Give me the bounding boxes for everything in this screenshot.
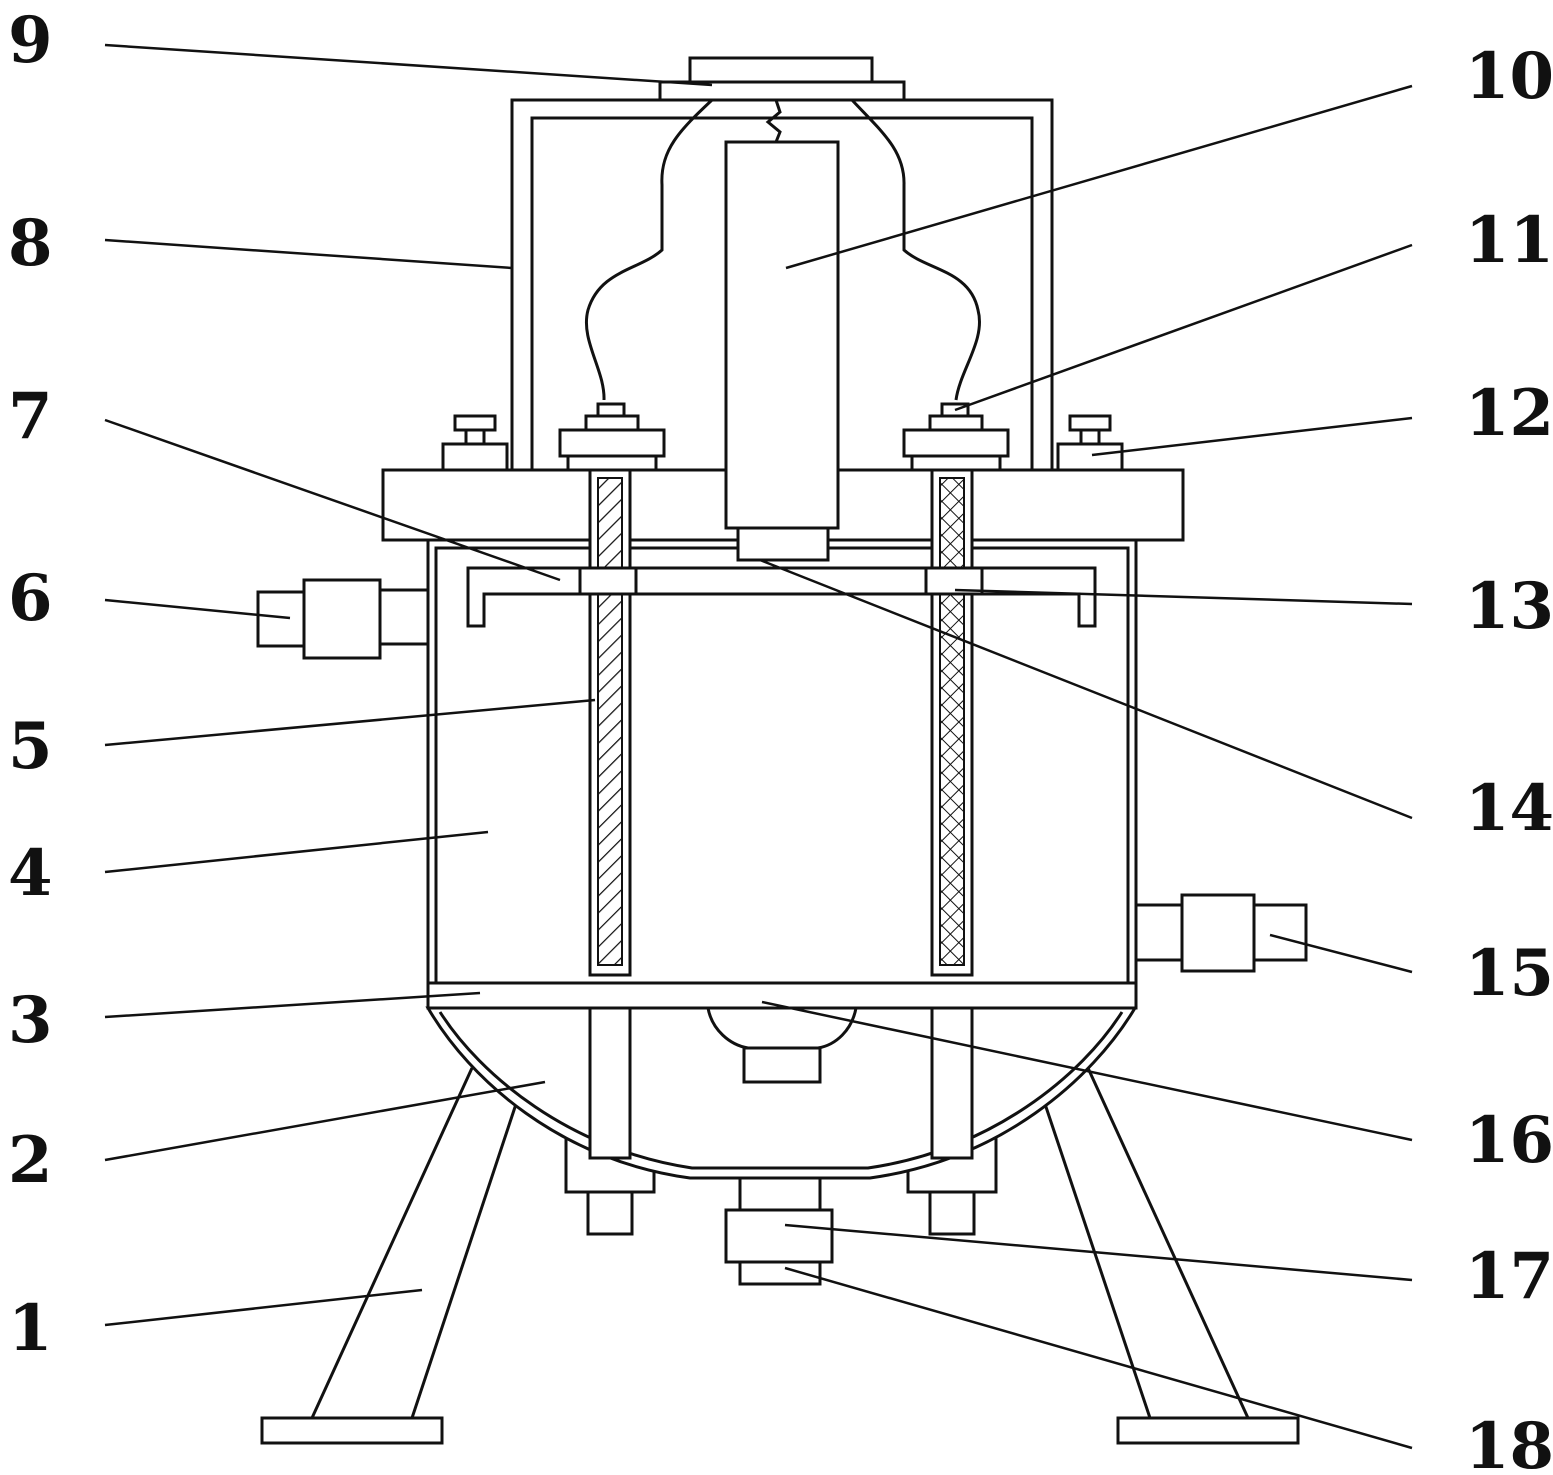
callout-4: 4 (8, 836, 53, 911)
tank-body (426, 536, 1138, 985)
lower-rod-right (930, 1006, 974, 1160)
callout-2: 2 (8, 1123, 53, 1198)
bearing-seat-left (558, 402, 666, 472)
screw-rod-left-thread (597, 477, 623, 966)
callout-15: 15 (1465, 936, 1553, 1011)
bearing-seat-right (902, 402, 1010, 472)
filter-fitting (706, 1006, 858, 1084)
nut-block-left (578, 566, 638, 596)
callout-7: 7 (8, 379, 53, 454)
callout-11: 11 (1465, 203, 1553, 278)
lid-bolt-right (1056, 414, 1124, 472)
screw-rod-right-thread (939, 477, 965, 966)
callout-17: 17 (1465, 1239, 1553, 1314)
wires (585, 98, 981, 401)
motor (724, 140, 840, 530)
bottom-plate (426, 981, 1138, 1010)
callout-10: 10 (1465, 39, 1553, 114)
support-leg-right (1041, 1067, 1300, 1445)
side-outlet-pipe (1134, 893, 1308, 973)
callout-18: 18 (1465, 1409, 1553, 1475)
support-leg-left (260, 1067, 520, 1445)
callout-12: 12 (1465, 376, 1553, 451)
callout-5: 5 (8, 709, 53, 784)
callout-1: 1 (8, 1291, 53, 1366)
outlet-valve (724, 1176, 834, 1286)
callout-3: 3 (8, 983, 53, 1058)
callout-16: 16 (1465, 1103, 1553, 1178)
callout-8: 8 (8, 206, 53, 281)
callout-13: 13 (1465, 569, 1553, 644)
callout-14: 14 (1465, 771, 1553, 846)
lower-rod-left (588, 1006, 632, 1160)
side-inlet-pipe (256, 578, 430, 660)
callout-6: 6 (8, 561, 53, 636)
top-cap (688, 56, 874, 84)
shaft-coupling (736, 526, 830, 562)
leader-lines (104, 43, 1413, 1450)
callout-9: 9 (8, 3, 53, 78)
lid-bolt-left (441, 414, 509, 472)
